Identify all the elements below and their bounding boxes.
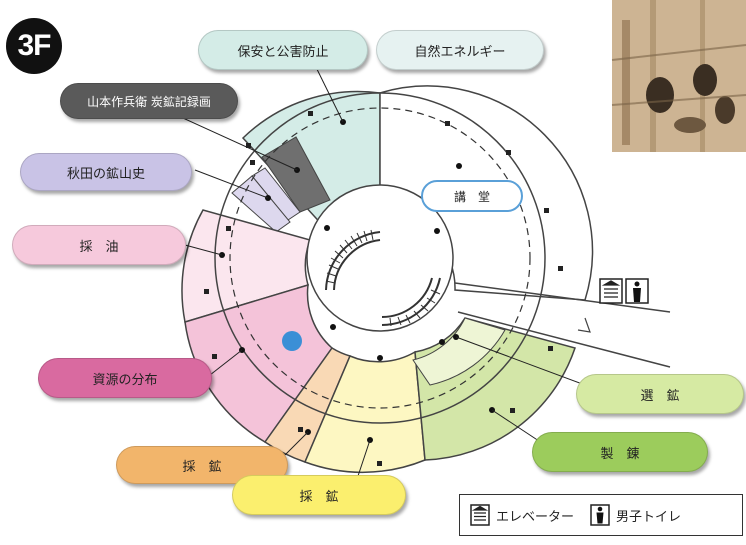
label-oil-text: 採 油: [79, 239, 119, 255]
corridor-wall-bottom: [457, 311, 671, 368]
elevator-icon[interactable]: [599, 278, 623, 304]
label-history[interactable]: 秋田の鉱山史: [20, 153, 192, 191]
label-resources[interactable]: 資源の分布: [38, 358, 212, 398]
location-marker[interactable]: [282, 331, 302, 351]
toilet-icon[interactable]: [625, 278, 649, 304]
legend: エレベーター 男子トイレ: [459, 494, 743, 536]
inner-atrium: [306, 184, 454, 332]
label-mining-bottom[interactable]: 採 鉱: [232, 475, 406, 515]
route-markers: [204, 111, 563, 466]
corridor-wall-top: [454, 282, 671, 313]
label-yamamoto-text: 山本作兵衛 炭鉱記録画: [87, 94, 211, 109]
label-nature[interactable]: 自然エネルギー: [376, 30, 544, 70]
door-symbol: [577, 317, 591, 333]
label-safety-text: 保安と公害防止: [237, 44, 329, 60]
stairs-upper: [325, 229, 381, 291]
label-sorting[interactable]: 選 鉱: [576, 374, 744, 414]
label-lecture[interactable]: 講 堂: [421, 180, 523, 212]
walking-route: [229, 107, 531, 409]
floor-badge: 3F: [6, 18, 62, 74]
label-sorting-text: 選 鉱: [640, 388, 680, 404]
label-oil[interactable]: 採 油: [12, 225, 186, 265]
legend-elevator-label: エレベーター: [496, 509, 575, 525]
mining-scene-photo: [611, 0, 746, 152]
elevator-icon: [470, 504, 490, 526]
label-resources-text: 資源の分布: [92, 372, 158, 388]
sector-yamamoto[interactable]: [261, 136, 331, 213]
legend-toilet-label: 男子トイレ: [616, 509, 682, 525]
label-safety[interactable]: 保安と公害防止: [198, 30, 368, 70]
sector-sorting[interactable]: [412, 317, 506, 386]
label-mining-bottom-text: 採 鉱: [299, 489, 339, 505]
label-smelting-text: 製 錬: [600, 446, 640, 462]
label-history-text: 秋田の鉱山史: [66, 166, 145, 182]
label-yamamoto[interactable]: 山本作兵衛 炭鉱記録画: [60, 83, 238, 119]
toilet-icon: [590, 504, 610, 526]
label-lecture-text: 講 堂: [453, 189, 490, 204]
label-nature-text: 自然エネルギー: [414, 44, 506, 60]
label-smelting[interactable]: 製 錬: [532, 432, 708, 472]
stairs-lower: [381, 277, 441, 327]
outer-wall: [214, 92, 546, 424]
label-mining-left-text: 採 鉱: [182, 459, 222, 475]
